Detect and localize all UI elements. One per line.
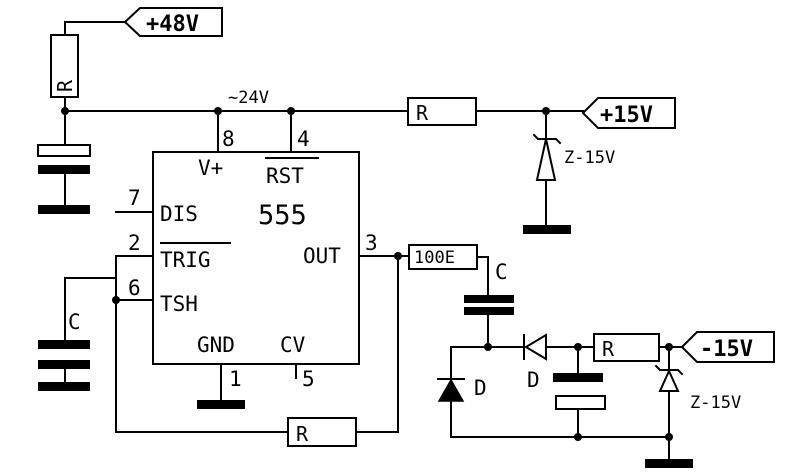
resistor-right: R [593, 333, 660, 362]
resistor-feedback: R [287, 417, 357, 447]
junction [665, 433, 673, 441]
rail-48v-label: +48V [146, 12, 199, 37]
pin-label-vplus: V+ [198, 156, 223, 180]
pin-label-rst: RST [266, 164, 304, 188]
pin-number-1: 1 [229, 367, 242, 391]
pin-label-tsh: TSH [160, 292, 198, 316]
rail-neg15v: -15V [680, 331, 775, 363]
rail-48v: +48V [64, 7, 223, 37]
feedback-wire-left [115, 419, 289, 433]
resistor-mid: R [407, 97, 477, 126]
pin-label-dis: DIS [160, 202, 198, 226]
diode-mid: D [523, 333, 595, 392]
ic-name: 555 [258, 200, 307, 231]
pin-number-8: 8 [222, 127, 235, 151]
diode-left: D [437, 376, 487, 402]
rail-15v: +15V [581, 97, 676, 129]
pin-number-7: 7 [128, 186, 141, 210]
pin-label-cv: CV [280, 333, 306, 357]
pin-number-4: 4 [297, 127, 310, 151]
zener-bot: Z-15V [645, 346, 741, 468]
pin-number-2: 2 [128, 231, 141, 255]
resistor-feedback-label: R [296, 422, 309, 446]
pin-number-6: 6 [128, 276, 141, 300]
capacitor-pump-label: C [495, 260, 508, 284]
ground-symbol [38, 382, 90, 391]
ic-555: 555 V+ RST DIS TRIG TSH OUT GND CV [152, 151, 360, 365]
junction [61, 107, 69, 115]
capacitor-pump: C [464, 260, 514, 348]
feedback-wire [355, 255, 399, 433]
ground-symbol [645, 459, 693, 468]
resistor-100e-label: 100E [414, 248, 455, 268]
rail-15v-label: +15V [600, 103, 653, 128]
pin-number-3: 3 [365, 231, 378, 255]
pin-label-trig: TRIG [160, 248, 211, 272]
diode-mid-label: D [527, 368, 540, 392]
capacitor-output [553, 346, 606, 438]
resistor-top: R [50, 34, 79, 98]
trig-tsh-wire [115, 255, 154, 421]
capacitor-supply [37, 144, 91, 214]
zener-top-label: Z-15V [564, 148, 615, 168]
zener-bot-label: Z-15V [690, 393, 741, 413]
resistor-right-label: R [602, 337, 615, 361]
junction [112, 296, 120, 304]
resistor-top-label: R [53, 79, 77, 92]
pin-label-out: OUT [303, 244, 341, 268]
junction [574, 433, 582, 441]
rail-24v-label: ~24V [228, 88, 269, 108]
capacitor-timing: C [38, 277, 117, 391]
wire-diode-left [450, 346, 666, 438]
resistor-100e: 100E [408, 244, 478, 270]
diode-left-label: D [474, 376, 487, 400]
capacitor-timing-label: C [68, 310, 81, 334]
pin-number-5: 5 [302, 367, 315, 391]
rail-neg15v-label: -15V [700, 337, 753, 362]
ground-symbol [523, 225, 571, 234]
zener-top: Z-15V [523, 110, 615, 234]
ground-symbol [197, 400, 245, 409]
ground-symbol [38, 205, 90, 214]
resistor-mid-label: R [416, 101, 429, 125]
pin-label-gnd: GND [197, 333, 235, 357]
wire-100e-to-cap [476, 256, 489, 296]
